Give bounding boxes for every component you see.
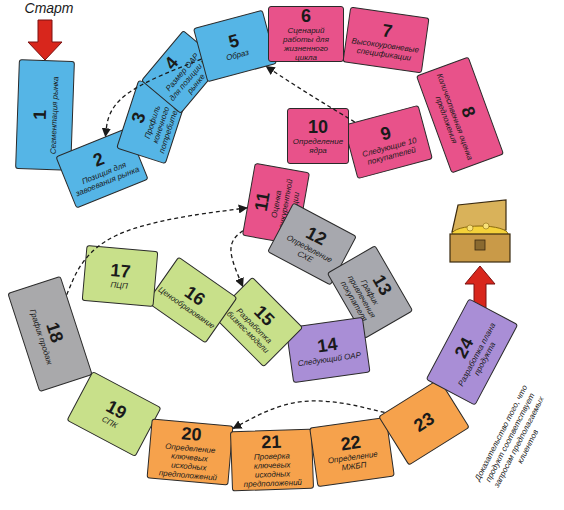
path-step: 10Определение ядра — [287, 108, 349, 164]
step-name: Высокоуровневые спецификации — [348, 35, 422, 63]
path-step: 17ПЦП — [82, 245, 159, 307]
path-step: 20Определение ключевых исходных предполо… — [147, 419, 234, 486]
step-name: Определение ключевых исходных предположе… — [151, 440, 228, 482]
step-name: Определение ядра — [291, 137, 345, 155]
path-step: 5Образ — [193, 10, 277, 83]
path-step: 22Определение МЖБП — [309, 417, 395, 487]
step-name: Определение МЖБП — [317, 448, 389, 476]
path-step: 6Сценарий работы для жизненного цикла — [268, 6, 344, 62]
path-step: 19СПК — [66, 371, 161, 457]
step-name: Образ — [225, 48, 250, 63]
step-name: Количественная оценка предложения — [426, 70, 476, 166]
path-step: 9Следующие 10 покупателей — [343, 105, 433, 179]
step-number: 7 — [381, 21, 394, 41]
chest-body — [450, 234, 510, 262]
step-number: 17 — [110, 261, 132, 282]
treasure-coin — [483, 223, 489, 229]
iteration-arrow — [231, 231, 243, 287]
treasure-coin — [467, 225, 473, 231]
step-name: ПЦП — [110, 280, 128, 290]
step-name: Сценарий работы для жизненного цикла — [272, 26, 340, 62]
step-number: 10 — [308, 118, 328, 137]
step-name: Сегментация рынка — [49, 76, 61, 154]
start-label: Старт — [14, 0, 84, 16]
path-step: 7Высокоуровневые спецификации — [342, 7, 429, 74]
path-step: 21Проверка ключевых исходных предположен… — [230, 429, 314, 492]
path-step: 16Ценообразование — [146, 256, 237, 343]
start-arrow — [28, 20, 62, 60]
step-name: Позиция для завоевания рынка — [70, 155, 142, 198]
step-number: 21 — [261, 432, 282, 452]
step-number: 20 — [181, 424, 203, 445]
chest-lock — [475, 240, 485, 250]
step-name: Проверка ключевых исходных предположений — [235, 450, 310, 489]
step-number: 8 — [458, 104, 479, 120]
step-number: 6 — [301, 7, 311, 26]
step-number: 23 — [410, 409, 437, 436]
step-number: 1 — [31, 110, 50, 121]
path-step: 18График продаж — [7, 276, 92, 392]
